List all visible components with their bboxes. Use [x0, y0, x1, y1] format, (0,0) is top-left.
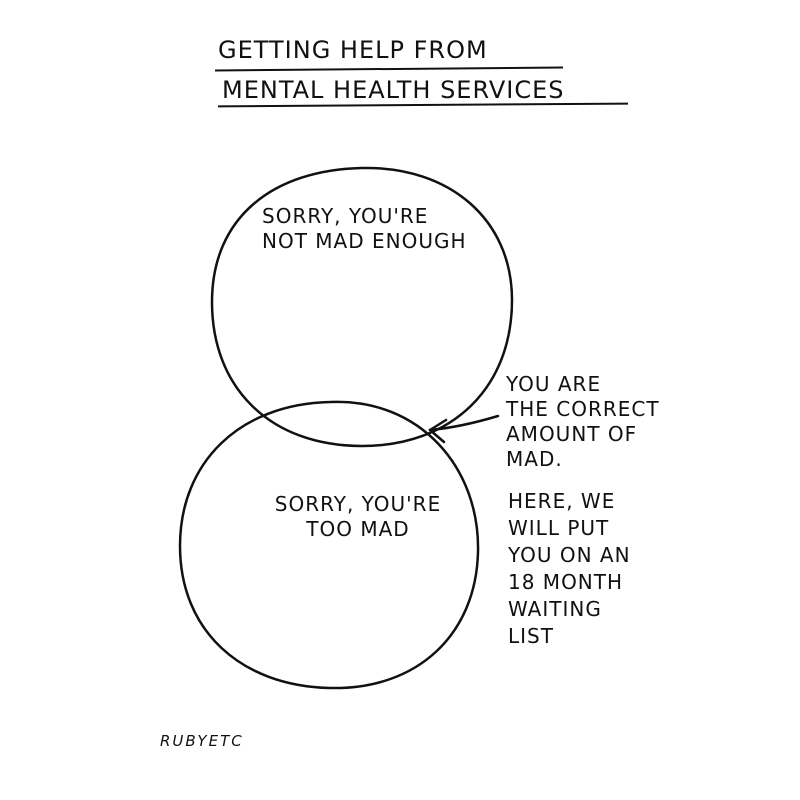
intersection-label: YOU ARE THE CORRECT AMOUNT OF MAD. [506, 372, 660, 471]
artist-signature: RUBYETC [160, 732, 244, 750]
title-line-1: GETTING HELP FROM [218, 36, 488, 64]
intersection-followup: HERE, WE WILL PUT YOU ON AN 18 MONTH WAI… [508, 489, 631, 648]
bottom-circle [178, 400, 480, 690]
bottom-circle-label: SORRY, YOU'RE TOO MAD [274, 492, 442, 541]
top-circle-label: SORRY, YOU'RE NOT MAD ENOUGH [262, 204, 467, 253]
top-circle [210, 166, 514, 448]
pointer-arrow [428, 414, 500, 444]
title-line-2: MENTAL HEALTH SERVICES [222, 76, 565, 104]
